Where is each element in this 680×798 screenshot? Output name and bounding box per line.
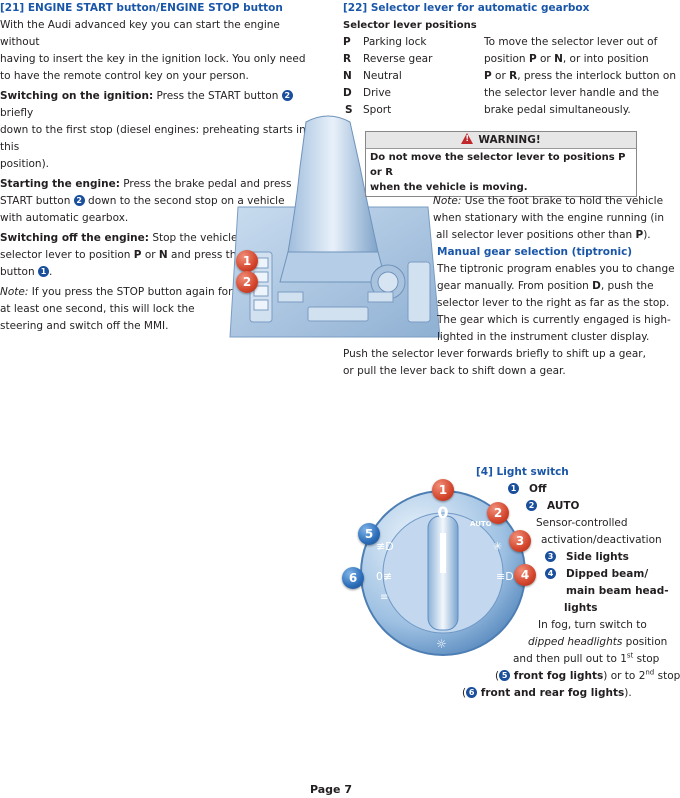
warning-title: WARNING!	[478, 134, 541, 146]
selector-note: Note: Use the foot brake to hold the veh…	[433, 195, 664, 241]
engine-heading: [21] ENGINE START button/ENGINE STOP but…	[0, 2, 283, 14]
page-number: Page 7	[309, 783, 352, 796]
warning-line-2: when the vehicle is moving.	[370, 182, 528, 193]
side-light-symbol-icon: ✳	[493, 540, 502, 553]
center-console-illustration	[229, 115, 441, 338]
engine-note-line-2: at least one second, this will lock the	[0, 303, 195, 315]
dial-zero-label: 0	[437, 503, 448, 522]
starting-line-2: START button 2 down to the second stop o…	[0, 195, 285, 207]
note-label: Note:	[0, 286, 29, 298]
selector-subheading: Selector lever positions	[343, 20, 477, 31]
selector-interlock-text: To move the selector lever out of positi…	[484, 36, 677, 116]
warning-box: WARNING! Do not move the selector lever …	[365, 131, 637, 197]
starting-label: Starting the engine:	[0, 178, 120, 190]
warning-line-1: Do not move the selector lever to positi…	[370, 152, 626, 178]
light-callout-5: 5	[358, 523, 380, 545]
engine-note-line-3: steering and switch off the MMI.	[0, 320, 169, 332]
console-callout-1: 1	[236, 250, 258, 272]
light-side-item: 3 Side lights	[545, 549, 629, 566]
tiptronic-section: Manual gear selection (tiptronic) The ti…	[437, 246, 675, 343]
off-label: Switching off the engine:	[0, 232, 149, 244]
light-auto-item: 2 AUTO	[526, 498, 579, 515]
selector-heading: [22] Selector lever for automatic gearbo…	[343, 2, 590, 14]
dimmer-icon: ☼	[436, 637, 447, 651]
fog-instructions: In fog, turn switch to dipped headlights…	[495, 619, 680, 682]
number-icon: 6	[466, 687, 478, 698]
light-switch-illustration: 0 AUTO ✳ ≡D ≢D 0≢ ≡ ☼	[360, 490, 526, 656]
dial-auto-label: AUTO	[470, 520, 492, 528]
light-callout-1: 1	[432, 479, 454, 501]
engine-note-line-1: Note: If you press the STOP button again…	[0, 286, 233, 298]
number-icon: 1	[508, 483, 519, 494]
shift-instructions: Push the selector lever forwards briefly…	[343, 348, 646, 377]
light-callout-4: 4	[514, 564, 536, 586]
light-off-item: 1 Off	[508, 481, 546, 498]
ignition-label: Switching on the ignition:	[0, 90, 154, 102]
starting-line-1: Starting the engine: Press the brake ped…	[0, 178, 292, 190]
number-icon: 5	[499, 670, 511, 681]
engine-intro-2: having to insert the key in the ignition…	[0, 53, 306, 65]
ignition-line-2: down to the first stop (diesel engines: …	[0, 124, 306, 153]
starting-line-3: with automatic gearbox.	[0, 212, 129, 224]
light-callout-3: 3	[509, 530, 531, 552]
console-callout-2: 2	[236, 271, 258, 293]
light-sensor-text: Sensor-controlled activation/deactivatio…	[536, 517, 662, 546]
engine-intro-3: to have the remote control key on your p…	[0, 70, 249, 82]
number-icon: 1	[37, 266, 49, 277]
front-fog-symbol-icon: ≢D	[376, 540, 394, 553]
number-icon: 3	[545, 551, 556, 562]
number-icon: 2	[73, 195, 85, 206]
ignition-line-3: position).	[0, 158, 50, 170]
panel-illumination-icon: ≡	[380, 592, 388, 603]
number-icon: 4	[545, 568, 556, 579]
headlight-symbol-icon: ≡D	[496, 570, 514, 583]
light-dipped-item: 4 Dipped beam/ main beam head- lights	[545, 566, 669, 617]
tiptronic-heading: Manual gear selection (tiptronic)	[437, 246, 633, 258]
rear-fog-symbol-icon: 0≢	[376, 570, 392, 583]
warning-triangle-icon	[461, 133, 474, 144]
light-heading: [4] Light switch	[476, 466, 569, 478]
number-icon: 2	[526, 500, 537, 511]
light-callout-6: 6	[342, 567, 364, 589]
engine-intro-1: With the Audi advanced key you can start…	[0, 19, 280, 48]
number-icon: 2	[281, 90, 293, 101]
fog-instructions-last: (6 front and rear fog lights).	[462, 687, 632, 699]
off-line-3: button 1.	[0, 266, 53, 278]
light-callout-2: 2	[487, 502, 509, 524]
ignition-line-1: Switching on the ignition: Press the STA…	[0, 88, 320, 122]
